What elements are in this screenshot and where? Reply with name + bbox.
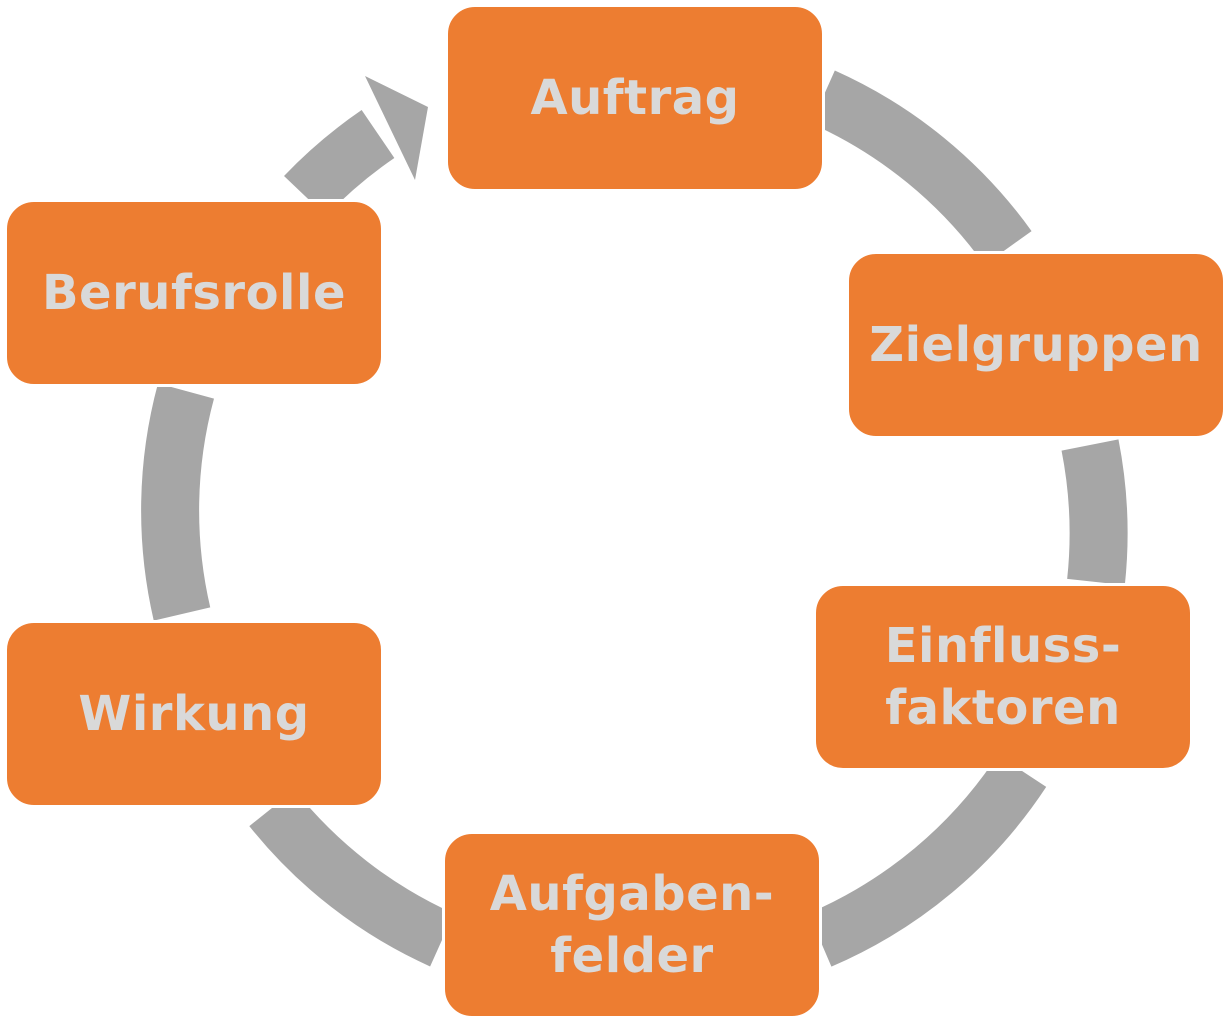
node-auftrag: Auftrag [445,4,825,192]
connector-wirkung-berufsrolle [141,383,215,621]
connector-zielgruppen-einflussfaktoren [1061,439,1128,586]
node-label-einflussfaktoren: Einfluss- faktoren [884,618,1122,736]
node-label-auftrag: Auftrag [530,70,740,126]
connector-auftrag-zielgruppen [810,70,1032,266]
connector-aufgabenfelder-wirkung [249,789,455,967]
connector-einflussfaktoren-aufgabenfelder [808,754,1047,967]
node-zielgruppen: Zielgruppen [846,251,1226,439]
node-berufsrolle: Berufsrolle [4,199,384,387]
node-wirkung: Wirkung [4,620,384,808]
node-label-aufgabenfelder: Aufgaben- felder [489,866,775,984]
node-label-zielgruppen: Zielgruppen [869,317,1203,373]
node-label-berufsrolle: Berufsrolle [41,265,347,321]
node-aufgabenfelder: Aufgaben- felder [442,831,822,1019]
arrowhead-icon [365,76,428,180]
connector-berufsrolle-auftrag [284,110,395,217]
node-label-wirkung: Wirkung [78,686,310,742]
node-einflussfaktoren: Einfluss- faktoren [813,583,1193,771]
